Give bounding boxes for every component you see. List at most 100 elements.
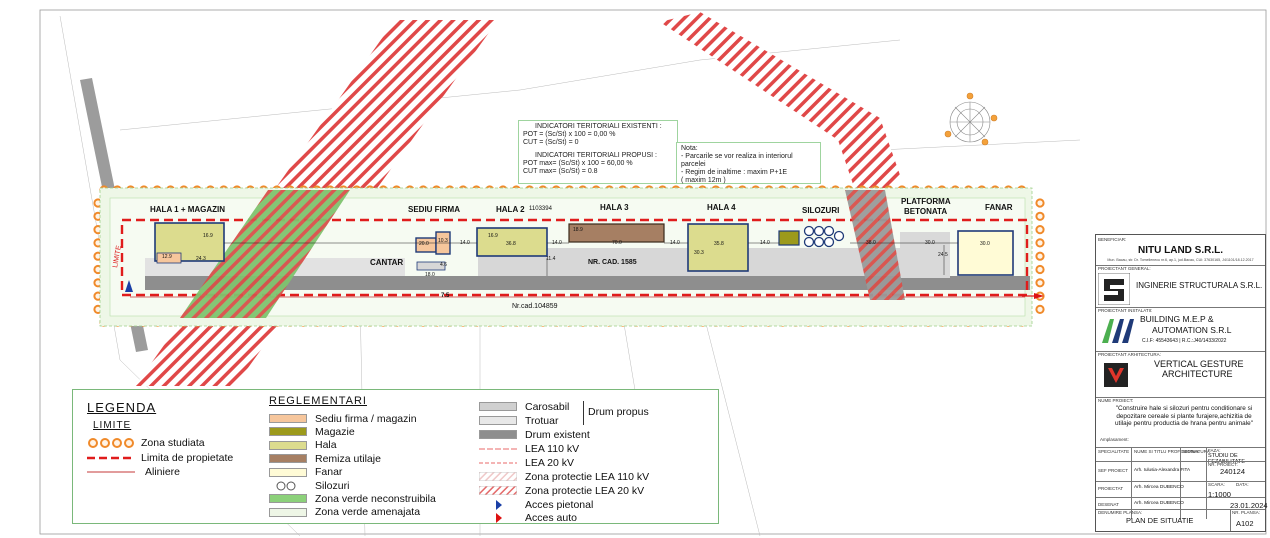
zona-lea110-swatch: [479, 472, 517, 481]
legend-drum-existent-label: Drum existent: [525, 428, 590, 441]
beneficiar-name: NITU LAND S.R.L.: [1138, 245, 1223, 256]
proiectat: Arh. Mircea DUBENCO: [1134, 485, 1184, 490]
note-box: Nota: - Parcarile se vor realiza in inte…: [676, 142, 821, 184]
sheet-frame: [39, 9, 1267, 535]
legend-zona-studiata: Zona studiata: [87, 436, 205, 449]
dim-sed-b: 10.3: [438, 238, 448, 244]
scara-label: SCARA:: [1208, 482, 1225, 487]
legend-item: Silozuri: [269, 479, 349, 492]
dim-sed-e: 4.6: [440, 262, 447, 268]
legend-lea110: LEA 110 kV: [479, 442, 579, 455]
data: 23.01.2024: [1230, 501, 1268, 510]
amplasament-label: Amplasament:: [1100, 437, 1129, 442]
lea20-over-parcel: [845, 190, 905, 300]
nr-proiect: 240124: [1220, 467, 1246, 476]
dim-fan-a: 30.0: [980, 241, 990, 247]
dim-h1-len: 24.3: [196, 256, 206, 262]
legend-acces-auto: Acces auto: [479, 511, 577, 524]
acces-pietonal-arrow: [125, 280, 133, 292]
study-zone-circle: [1035, 238, 1045, 248]
nr-cad-label: NR. CAD. 1585: [588, 259, 637, 266]
legend-item-label: Remiza utilaje: [315, 452, 381, 465]
indicators-existing-pot: POT = (Sc/St) x 100 = 0,00 %: [523, 131, 616, 138]
legend-item-label: Magazie: [315, 425, 355, 438]
arh-label: PROIECTANT ARHITECTURA:: [1098, 352, 1161, 357]
indicators-existing-cut: CUT = (Sc/St) = 0: [523, 139, 579, 146]
desenat: Arh. Mircea DUBENCO: [1134, 501, 1184, 506]
nr-plansa-label: NR. PLANSA:: [1232, 510, 1261, 515]
carosabil-swatch: [479, 402, 517, 411]
indicators-proposed-cut: CUT max= (Sc/St) = 0.8: [523, 168, 598, 175]
property-line-icon: [87, 456, 135, 459]
col-nume: NUME SI TITLU PROFESIONAL: [1134, 449, 1200, 454]
legend-item: Hala: [269, 439, 337, 452]
study-zone-circle: [1035, 304, 1045, 314]
proiectat-role: PROIECTAT: [1098, 486, 1124, 491]
hala4: [687, 223, 749, 272]
lea110-line-icon: [479, 448, 517, 449]
legend-swatch: [269, 414, 307, 423]
inginerie-structurala-logo: [1098, 273, 1130, 305]
legend-item: Sediu firma / magazin: [269, 412, 417, 425]
legend-item-label: Sediu firma / magazin: [315, 412, 417, 425]
study-zone-circle: [1035, 198, 1045, 208]
dim-h2-a: 16.9: [488, 233, 498, 239]
bma-logo: [1102, 319, 1134, 343]
dim-h4-a: 30.3: [694, 250, 704, 256]
dim-sed-c: 14.0: [460, 240, 470, 246]
lea20-line-icon: [479, 462, 517, 463]
bma-name-1: BUILDING M.E.P &: [1140, 314, 1214, 324]
study-zone-circle: [1035, 225, 1045, 235]
fanar-label: FANAR: [985, 203, 1013, 212]
dim-sed-a: 20.0: [419, 241, 429, 247]
bma-name-2: AUTOMATION S.R.L: [1152, 325, 1232, 335]
scara: 1:1000: [1208, 490, 1231, 499]
lea110-over-parcel: [180, 190, 350, 318]
faza-label: FAZA:: [1208, 448, 1221, 453]
inginerie-name: INGINERIE STRUCTURALA S.R.L.: [1136, 281, 1263, 290]
indicators-existing-title: INDICATORI TERITORIALI EXISTENTI :: [535, 123, 662, 130]
study-zone-circle: [1035, 251, 1045, 261]
legend-title: LEGENDA: [87, 400, 157, 415]
hala2-cad: 1103394: [529, 206, 552, 212]
legend-item: Magazie: [269, 425, 355, 438]
legend-swatch: [269, 427, 307, 437]
legend-item-label: Silozuri: [315, 479, 350, 492]
legend: LEGENDA LIMITE Zona studiata Limita de p…: [72, 389, 719, 524]
trotuar-swatch: [479, 416, 517, 425]
nr-proiect-label: NR. PROIECT:: [1208, 462, 1238, 467]
legend-zona-lea110-label: Zona protectie LEA 110 kV: [525, 470, 650, 483]
legend-limita-proprietate: Limita de propietate: [87, 451, 233, 464]
legend-swatch: [269, 440, 307, 450]
project-label: NUME PROIECT:: [1098, 398, 1134, 403]
dim-h2-b: 36.8: [506, 241, 516, 247]
legend-drum-existent: Drum existent: [479, 428, 590, 441]
acces-auto-arrow: [1034, 293, 1044, 299]
note-line2: parcelei: [681, 161, 706, 168]
note-title: Nota:: [681, 145, 698, 152]
drum-existent-strip: [145, 276, 1030, 290]
legend-zona-studiata-label: Zona studiata: [141, 436, 205, 449]
legend-swatch: [269, 454, 307, 464]
dim-h4-b: 35.8: [714, 241, 724, 247]
legend-trotuar-label: Trotuar: [525, 414, 559, 427]
sediu-label: SEDIU FIRMA: [408, 205, 460, 214]
legend-item-label: Hala: [315, 439, 337, 452]
legend-item: Zona verde amenajata: [269, 506, 420, 519]
legend-acces-auto-label: Acces auto: [525, 511, 577, 524]
hala4-label: HALA 4: [707, 203, 736, 212]
legend-item-label: Zona verde amenajata: [315, 506, 421, 519]
indicators-box: INDICATORI TERITORIALI EXISTENTI : POT =…: [518, 120, 678, 184]
silozuri: [803, 225, 845, 248]
dim-sed-d: 18.0: [425, 272, 435, 278]
legend-limita-proprietate-label: Limita de propietate: [141, 451, 234, 464]
legend-reglementari-title: REGLEMENTARI: [269, 395, 367, 407]
proiectant-inst-label: PROIECTANT INSTALATII:: [1098, 308, 1153, 313]
acces-pietonal-icon: [496, 499, 502, 510]
vertical-gesture-logo: [1104, 363, 1128, 387]
denumire-label: DENUMIRE PLANSA:: [1098, 510, 1143, 515]
desenat-role: DESENAT: [1098, 502, 1119, 507]
cantar: [416, 261, 446, 271]
sef-proiect: Arh. Iulusia-Alexandra FITA: [1134, 467, 1191, 472]
